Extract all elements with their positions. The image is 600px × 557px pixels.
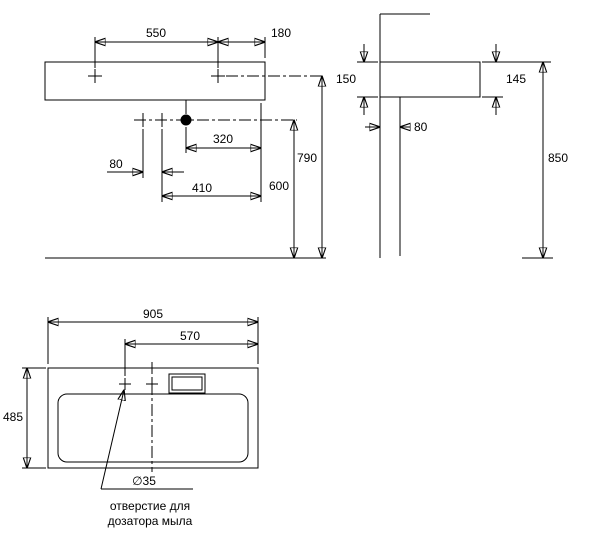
dim-145: 145 — [482, 44, 526, 115]
dim-180: 180 — [218, 26, 291, 42]
dim-80-front: 80 — [107, 157, 184, 172]
dim-550: 550 — [95, 26, 218, 42]
dim-550-label: 550 — [146, 26, 166, 40]
dim-600-label: 600 — [269, 179, 289, 193]
mounting-hole-left-icon — [88, 69, 102, 83]
dispenser-hole-callout: ∅35 отверстие для дозатора мыла — [100, 390, 193, 528]
top-view: 905 570 485 ∅35 отверстие для дозатора м… — [3, 307, 258, 528]
dim-320: 320 — [186, 132, 261, 148]
overflow-slot-outer — [168, 373, 206, 394]
dim-80-front-label: 80 — [109, 157, 123, 171]
basin-outline — [57, 393, 249, 463]
dim-410: 410 — [162, 181, 261, 196]
dim-80-side-label: 80 — [414, 120, 428, 134]
sink-top-outline — [47, 367, 259, 469]
dim-850-label: 850 — [548, 151, 568, 165]
sink-front-outline — [44, 61, 266, 101]
dim-600: 600 — [269, 120, 294, 258]
caption-line-2: дозатора мыла — [108, 514, 193, 528]
front-view: 550 180 320 80 410 600 790 — [44, 26, 326, 258]
dim-790-label: 790 — [297, 151, 317, 165]
dim-80-side: 80 — [365, 120, 428, 134]
dim-145-label: 145 — [506, 72, 526, 86]
hole-diameter-label: ∅35 — [132, 474, 156, 488]
dim-485: 485 — [3, 368, 46, 468]
dim-150-label: 150 — [336, 72, 356, 86]
mounting-hole-right-icon — [211, 69, 225, 83]
dim-850: 850 — [482, 62, 568, 258]
dim-485-label: 485 — [3, 410, 23, 424]
dim-180-label: 180 — [271, 26, 291, 40]
dim-790: 790 — [297, 76, 322, 258]
dispenser-hole-icon — [119, 378, 131, 390]
dim-410-label: 410 — [192, 181, 212, 195]
caption-line-1: отверстие для — [110, 499, 190, 513]
leader-line — [100, 390, 124, 490]
side-view: 150 145 80 850 — [336, 13, 568, 258]
dim-570: 570 — [125, 329, 258, 376]
overflow-slot-inner — [171, 376, 203, 391]
drain-dot-icon — [180, 114, 192, 126]
sink-side-outline — [379, 61, 481, 98]
dim-570-label: 570 — [180, 329, 200, 343]
dim-320-label: 320 — [213, 132, 233, 146]
faucet-holes-front — [142, 100, 192, 127]
dim-905-label: 905 — [143, 307, 163, 321]
dim-905: 905 — [48, 307, 258, 364]
dim-150: 150 — [336, 44, 378, 115]
